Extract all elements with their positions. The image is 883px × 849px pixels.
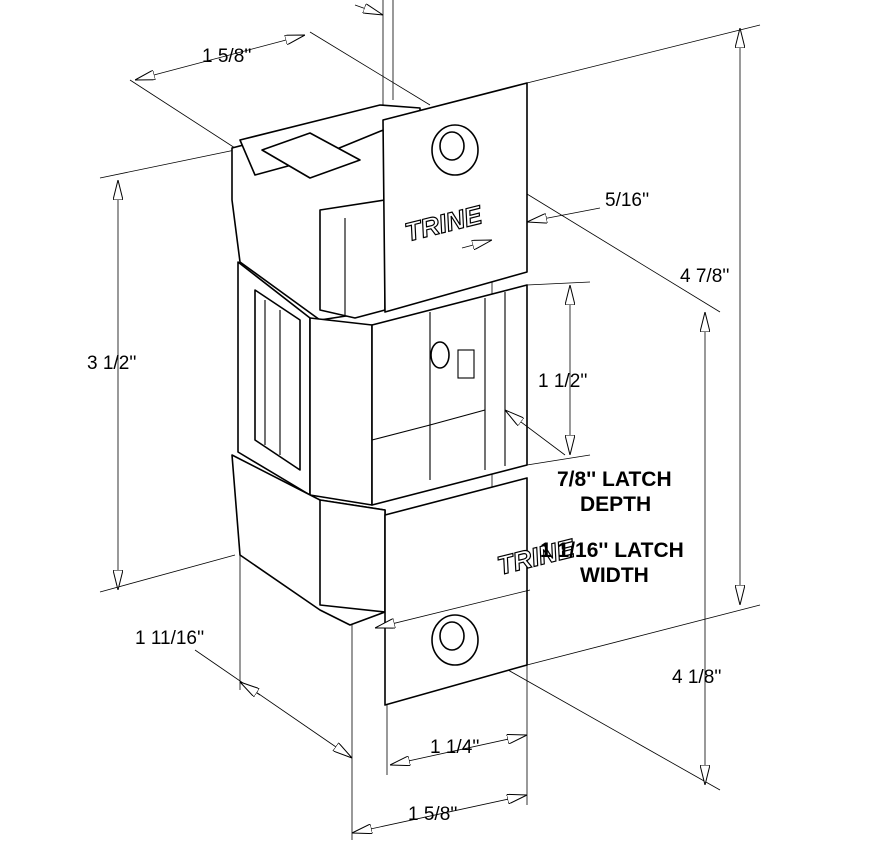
- dimension-lines: [118, 5, 740, 833]
- upper-housing: [231, 104, 421, 321]
- dim-overall-height: 4 7/8'': [680, 266, 730, 287]
- latch-width-note-2: WIDTH: [580, 564, 649, 587]
- latch-cavity: [371, 284, 528, 506]
- top-faceplate: TRINE: [382, 82, 528, 313]
- dim-body-depth: 1 11/16'': [135, 628, 204, 649]
- dim-faceplate-offset: 5/16'': [605, 190, 649, 211]
- middle-housing: [237, 261, 528, 506]
- mounting-hole: [439, 621, 465, 651]
- latch-width-note: 1 1/16'' LATCH: [540, 539, 684, 562]
- dim-body-height: 3 1/2'': [87, 353, 137, 374]
- dim-cavity-height: 1 1/2'': [538, 371, 588, 392]
- dim-mount-height: 4 1/8'': [672, 667, 722, 688]
- ul-mark-icon: [430, 341, 450, 369]
- mounting-hole: [439, 131, 465, 161]
- lower-housing: [231, 454, 386, 626]
- label-sticker: [261, 132, 361, 179]
- dim-faceplate-inner-width: 1 1/4'': [430, 737, 480, 758]
- dim-faceplate-width: 1 5/8'': [408, 804, 458, 825]
- latch-depth-note-2: DEPTH: [580, 493, 651, 516]
- dim-top-width: 1 5/8'': [202, 46, 252, 67]
- latch-depth-note: 7/8'' LATCH: [557, 468, 672, 491]
- latch-keeper: [309, 317, 373, 506]
- bottom-faceplate: TRINE: [384, 477, 578, 706]
